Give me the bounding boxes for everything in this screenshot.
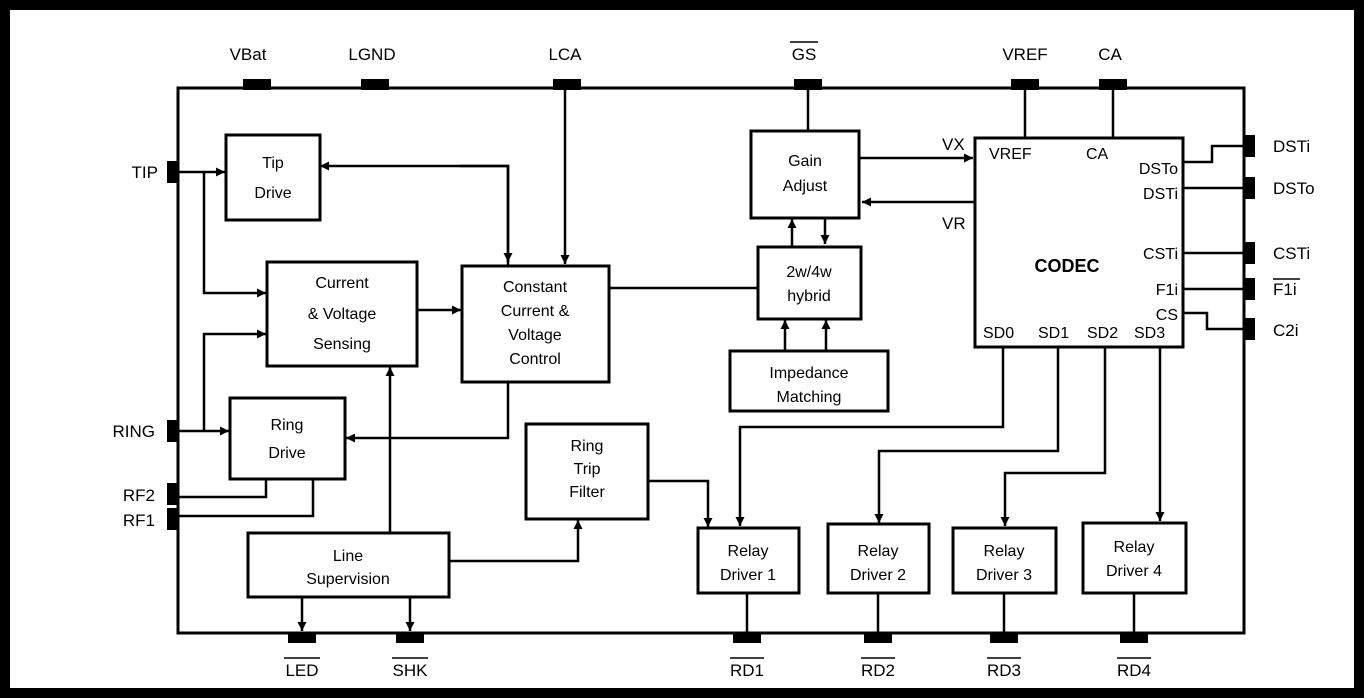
svg-text:Drive: Drive: [268, 445, 305, 462]
svg-text:SD2: SD2: [1087, 325, 1118, 342]
svg-text:SD3: SD3: [1134, 325, 1165, 342]
block-impedance-matching: Impedance Matching: [728, 349, 890, 413]
pin-rd1: RD1: [730, 661, 764, 680]
svg-text:Relay: Relay: [858, 543, 899, 560]
block-line-supervision: Line Supervision: [246, 531, 451, 599]
block-2w4w-hybrid: 2w/4w hybrid: [756, 245, 863, 321]
block-relay-driver-4: Relay Driver 4: [1081, 521, 1188, 595]
svg-text:Driver 2: Driver 2: [850, 567, 906, 584]
block-constant-current-voltage-control: Constant Current & Voltage Control: [460, 264, 611, 384]
pin-stubs: [167, 79, 1255, 643]
svg-text:Current &: Current &: [501, 303, 570, 320]
signal-vr: VR: [942, 214, 966, 233]
block-codec: VREF CA DSTo DSTi CODEC CSTi F1i CS SD0 …: [973, 136, 1185, 349]
pin-shk: SHK: [393, 661, 429, 680]
svg-text:Constant: Constant: [503, 279, 568, 296]
pin-rd4: RD4: [1117, 661, 1151, 680]
svg-text:Relay: Relay: [984, 543, 1025, 560]
pin-led: LED: [285, 661, 318, 680]
svg-text:Control: Control: [509, 351, 561, 368]
pin-csti: CSTi: [1273, 244, 1310, 263]
block-tip-drive: Tip Drive: [224, 133, 322, 222]
svg-text:Driver 1: Driver 1: [720, 567, 776, 584]
svg-text:Drive: Drive: [254, 185, 291, 202]
chip-outline: [176, 86, 1246, 635]
svg-text:Driver 3: Driver 3: [976, 567, 1032, 584]
svg-text:Ring: Ring: [271, 417, 304, 434]
svg-text:& Voltage: & Voltage: [308, 306, 377, 323]
svg-text:Sensing: Sensing: [313, 336, 371, 353]
svg-text:Driver 4: Driver 4: [1106, 563, 1162, 580]
svg-text:Ring: Ring: [571, 438, 604, 455]
pin-vref: VREF: [1002, 45, 1047, 64]
pin-f1i: F1i: [1273, 280, 1297, 299]
svg-text:Relay: Relay: [1114, 539, 1155, 556]
svg-text:Tip: Tip: [262, 155, 284, 172]
pin-ring: RING: [113, 422, 156, 441]
svg-text:2w/4w: 2w/4w: [786, 264, 832, 281]
svg-text:VREF: VREF: [989, 146, 1032, 163]
block-current-voltage-sensing: Current & Voltage Sensing: [265, 260, 419, 368]
svg-text:F1i: F1i: [1156, 282, 1178, 299]
pin-lgnd: LGND: [348, 45, 395, 64]
pin-c2i: C2i: [1273, 321, 1299, 340]
pin-dsto: DSTo: [1273, 179, 1315, 198]
svg-text:Matching: Matching: [777, 389, 842, 406]
svg-text:hybrid: hybrid: [787, 288, 831, 305]
svg-text:Current: Current: [315, 275, 369, 292]
pin-gs: GS: [792, 45, 817, 64]
pin-dsti: DSTi: [1273, 137, 1310, 156]
svg-text:Trip: Trip: [574, 461, 601, 478]
block-gain-adjust: Gain Adjust: [749, 129, 861, 220]
pin-ca: CA: [1098, 45, 1122, 64]
svg-text:DSTo: DSTo: [1139, 161, 1178, 178]
svg-text:Line: Line: [333, 548, 363, 565]
pin-rd2: RD2: [861, 661, 895, 680]
svg-text:CODEC: CODEC: [1034, 256, 1099, 276]
wires: [179, 89, 1243, 632]
svg-text:CSTi: CSTi: [1143, 246, 1178, 263]
svg-text:Adjust: Adjust: [783, 178, 828, 195]
svg-text:CA: CA: [1086, 146, 1109, 163]
svg-text:Supervision: Supervision: [306, 571, 390, 588]
pin-rf1: RF1: [123, 511, 155, 530]
pin-rd3: RD3: [987, 661, 1021, 680]
svg-text:CS: CS: [1156, 307, 1178, 324]
block-relay-driver-3: Relay Driver 3: [951, 526, 1058, 595]
block-ring-drive: Ring Drive: [228, 396, 347, 481]
pin-vbat: VBat: [230, 45, 267, 64]
svg-text:SD0: SD0: [983, 325, 1014, 342]
block-ring-trip-filter: Ring Trip Filter: [524, 422, 650, 521]
svg-text:Voltage: Voltage: [508, 327, 561, 344]
block-relay-driver-1: Relay Driver 1: [696, 526, 801, 595]
signal-vx: VX: [942, 135, 965, 154]
pin-lca: LCA: [548, 45, 582, 64]
svg-text:DSTi: DSTi: [1143, 186, 1178, 203]
svg-text:Relay: Relay: [728, 543, 769, 560]
block-relay-driver-2: Relay Driver 2: [826, 522, 931, 595]
svg-text:Gain: Gain: [788, 153, 822, 170]
svg-text:Impedance: Impedance: [769, 365, 848, 382]
pin-tip: TIP: [132, 163, 158, 182]
svg-text:SD1: SD1: [1038, 325, 1069, 342]
svg-text:Filter: Filter: [569, 484, 605, 501]
pin-rf2: RF2: [123, 486, 155, 505]
